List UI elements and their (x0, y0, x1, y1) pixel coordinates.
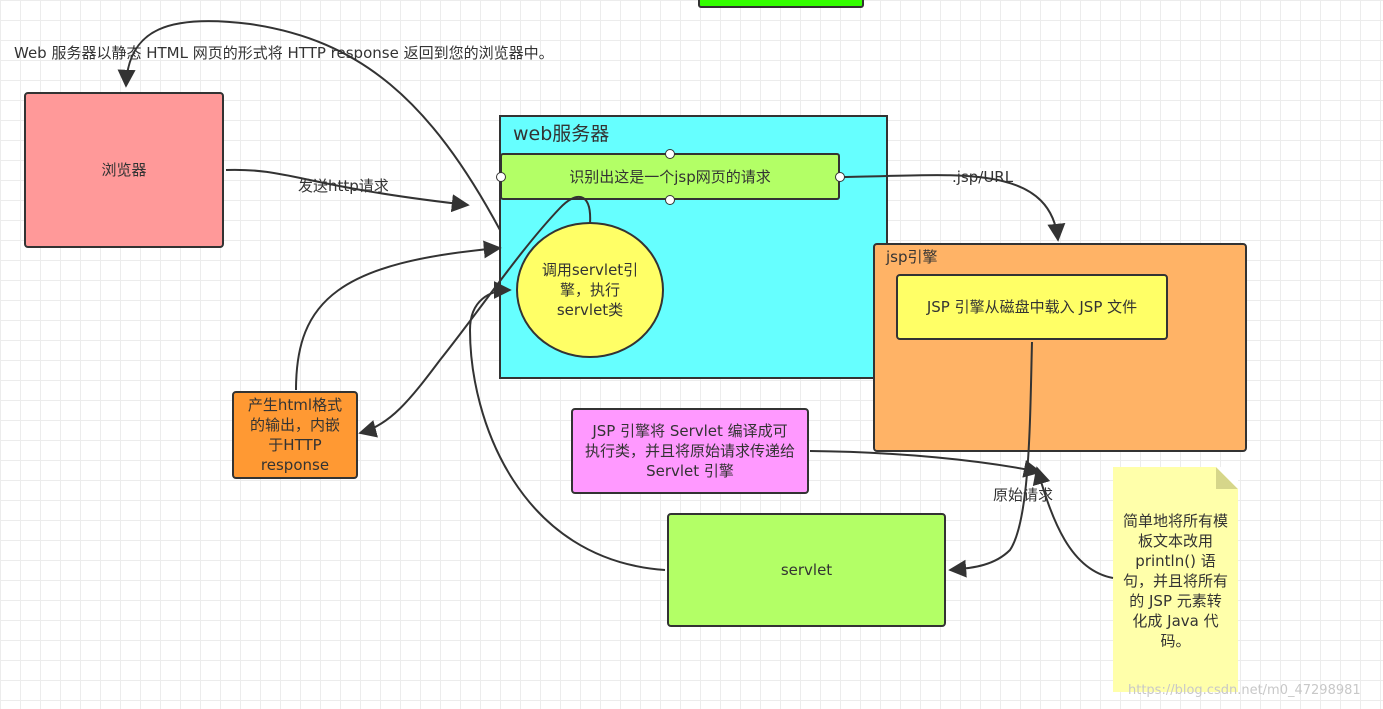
servlet-box[interactable]: servlet (667, 513, 946, 627)
arrow-output-to-server (295, 240, 502, 391)
sticky-note-text: 简单地将所有模板文本改用 println() 语句，并且将所有的 JSP 元素转… (1123, 512, 1229, 650)
load-jsp-box[interactable]: JSP 引擎从磁盘中载入 JSP 文件 (896, 274, 1168, 340)
arrow-jsp-url (841, 174, 1066, 242)
sticky-note[interactable]: 简单地将所有模板文本改用 println() 语句，并且将所有的 JSP 元素转… (1113, 467, 1238, 692)
html-output-box[interactable]: 产生html格式的输出，内嵌于HTTP response (232, 391, 358, 479)
identify-jsp-box[interactable]: 识别出这是一个jsp网页的请求 (500, 153, 840, 200)
identify-jsp-label: 识别出这是一个jsp网页的请求 (569, 167, 771, 186)
invoke-servlet-label: 调用servlet引擎，执行servlet类 (541, 261, 639, 319)
handle-right[interactable] (835, 172, 845, 182)
browser-box[interactable]: 浏览器 (24, 92, 224, 248)
arrow-response-to-browser (117, 20, 501, 231)
arrow-servlet-to-invoke (468, 281, 666, 571)
invoke-servlet-ellipse[interactable]: 调用servlet引擎，执行servlet类 (516, 222, 664, 358)
arrow-sticky-to-request (1032, 466, 1114, 579)
handle-bottom[interactable] (665, 195, 675, 205)
jsp-engine-title: jsp引擎 (886, 248, 938, 266)
load-jsp-label: JSP 引擎从磁盘中载入 JSP 文件 (926, 298, 1138, 316)
browser-label: 浏览器 (101, 161, 147, 179)
compile-note-label: JSP 引擎将 Servlet 编译成可执行类，并且将原始请求传递给 Servl… (585, 422, 796, 480)
loop-identify-invoke (358, 195, 592, 438)
watermark: https://blog.csdn.net/m0_47298981 (1128, 683, 1361, 698)
handle-top[interactable] (665, 149, 675, 159)
header-note: Web 服务器以静态 HTML 网页的形式将 HTTP response 返回到… (14, 44, 554, 62)
top-green-box (698, 0, 864, 8)
compile-note-box[interactable]: JSP 引擎将 Servlet 编译成可执行类，并且将原始请求传递给 Servl… (571, 408, 809, 494)
original-request-label: 原始请求 (993, 484, 1054, 505)
html-output-label: 产生html格式的输出，内嵌于HTTP response (247, 396, 343, 474)
arrow-send-request (225, 168, 470, 213)
web-server-title: web服务器 (513, 123, 610, 145)
handle-left[interactable] (496, 172, 506, 182)
sticky-note-fold (1216, 467, 1238, 489)
arrow-compile-to-request (809, 450, 1042, 478)
servlet-label: servlet (780, 561, 833, 579)
arrow-request-to-servlet (948, 341, 1033, 578)
